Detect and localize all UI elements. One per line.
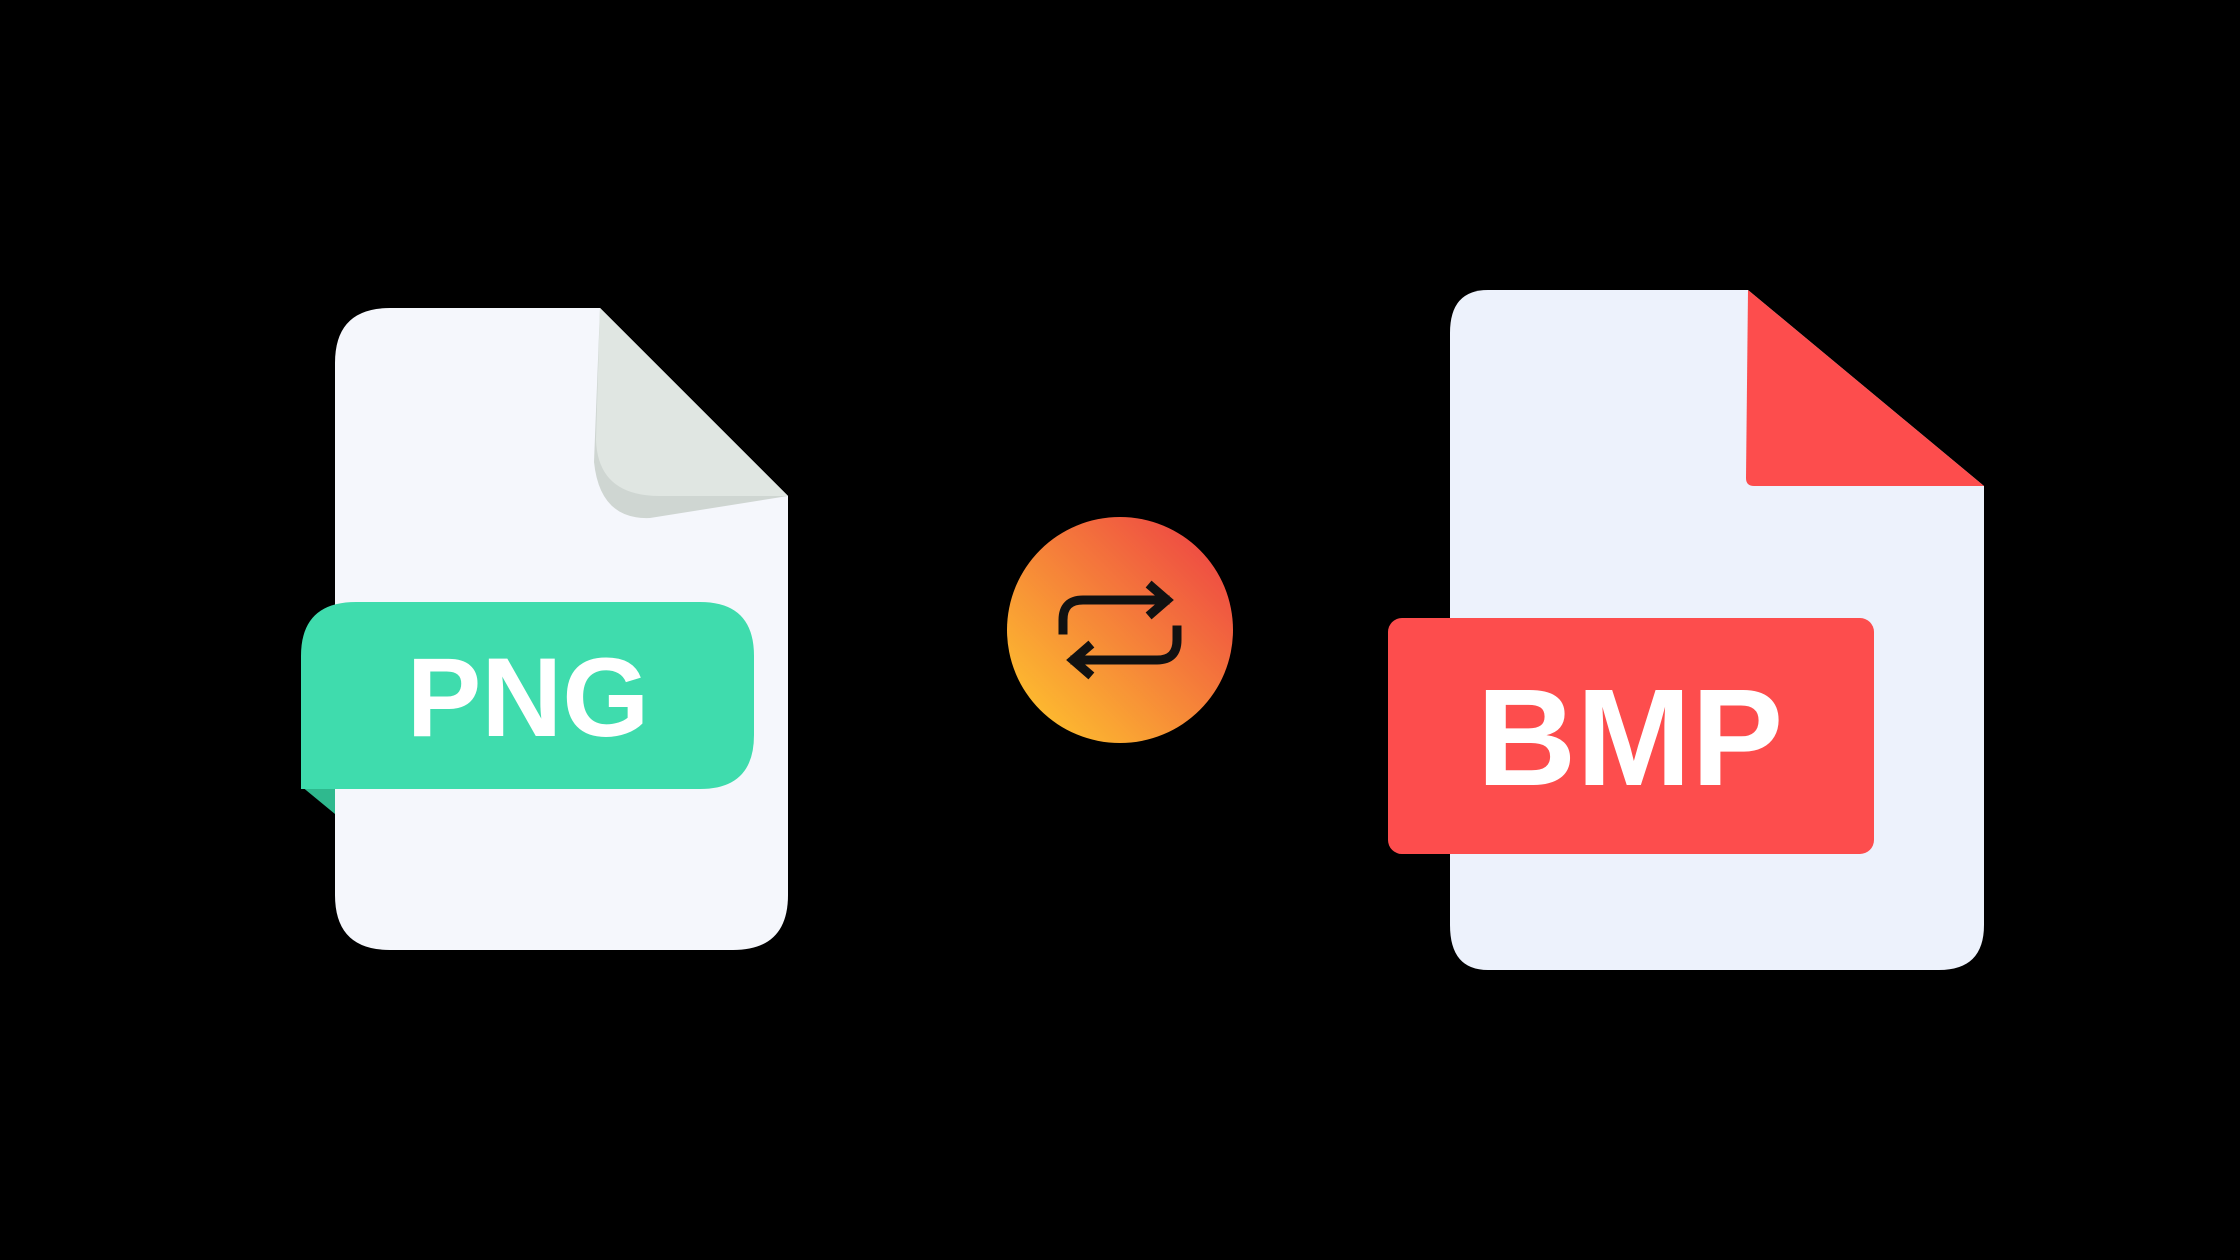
target-format-label: BMP	[1477, 661, 1784, 815]
source-file-icon: PNG	[301, 308, 788, 950]
target-format-badge	[1388, 618, 1874, 854]
swap-arrows-icon	[1058, 580, 1182, 680]
source-file-fold-flap	[596, 308, 788, 496]
target-file-fold	[1746, 290, 1984, 486]
source-label-tail	[301, 786, 335, 814]
target-file-icon: BMP	[1388, 290, 1984, 970]
source-format-badge	[301, 602, 754, 789]
source-format-label: PNG	[407, 635, 650, 760]
convert-button	[1007, 517, 1233, 743]
convert-circle	[1007, 517, 1233, 743]
